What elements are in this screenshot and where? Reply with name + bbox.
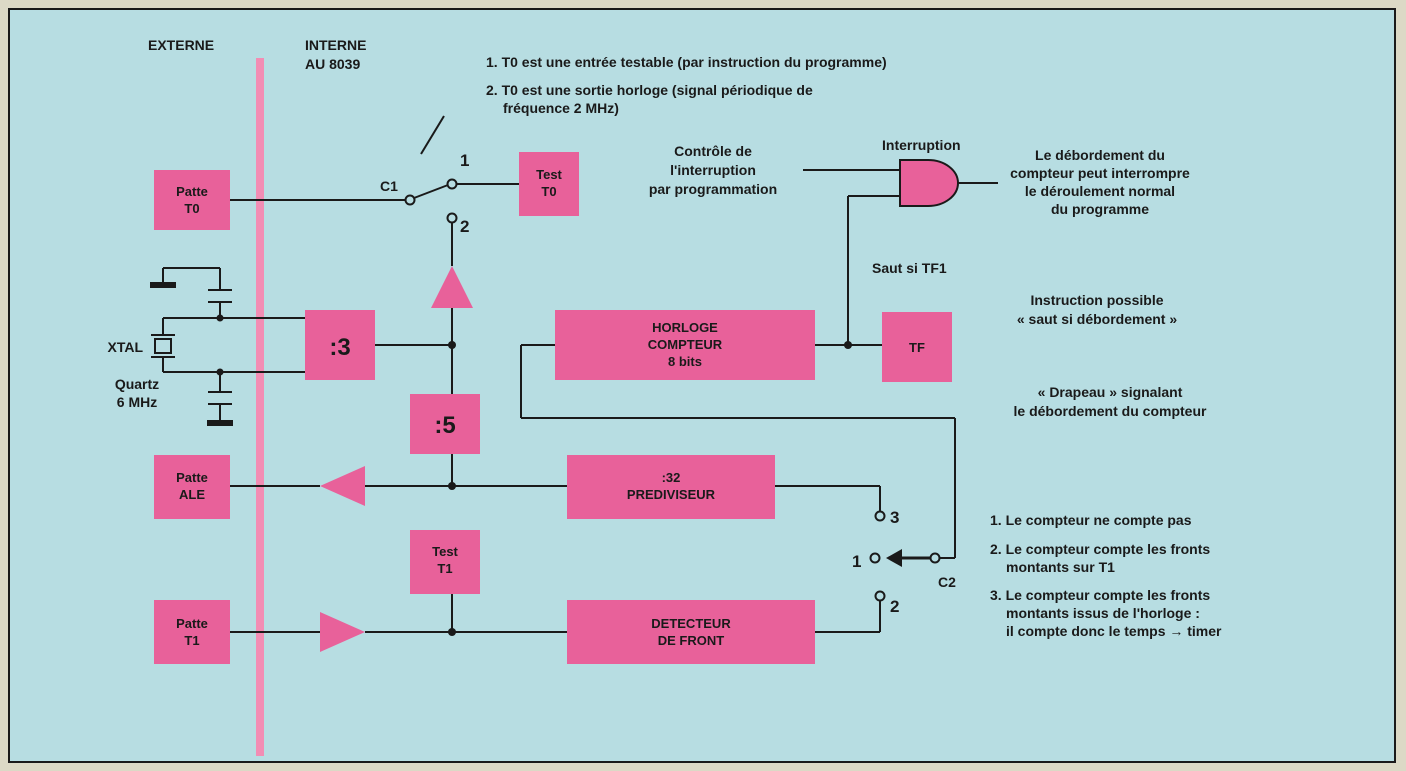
and-gate <box>899 159 959 207</box>
div5-label: :5 <box>434 412 455 439</box>
sw1-pos1-label: 1 <box>460 151 469 170</box>
quartz-crystal-icon <box>154 338 172 354</box>
boundary-rail <box>256 58 264 756</box>
wires <box>151 115 998 633</box>
drap-label-2: le débordement du compteur <box>1014 403 1207 419</box>
legend-3a: 3. Le compteur compte les fronts <box>990 587 1210 603</box>
quartz-label-1: Quartz <box>115 376 159 392</box>
deb-label-3: le déroulement normal <box>1025 183 1175 199</box>
ground-top-icon <box>150 282 176 288</box>
deb-label-4: du programme <box>1051 201 1149 217</box>
legend-2b: montants sur T1 <box>1006 559 1115 575</box>
instr-label-2: « saut si débordement » <box>1017 311 1177 327</box>
sw2-pos2-label: 2 <box>890 597 899 616</box>
interne-label-2: AU 8039 <box>305 56 360 72</box>
c1-label: C1 <box>380 178 398 194</box>
prediv-label-2: PREDIVISEUR <box>627 487 716 502</box>
patte-ale-label-2: ALE <box>179 487 205 502</box>
test-t1-label-1: Test <box>432 544 458 559</box>
sw1-pos2-label: 2 <box>460 217 469 236</box>
legend-2a: 2. Le compteur compte les fronts <box>990 541 1210 557</box>
sw2-pos3-label: 3 <box>890 508 899 527</box>
deb-label-2: compteur peut interrompre <box>1010 165 1190 181</box>
patte-ale-label-1: Patte <box>176 470 208 485</box>
note-t0-2b: fréquence 2 MHz) <box>503 100 619 116</box>
blocks <box>154 152 958 664</box>
drap-label-1: « Drapeau » signalant <box>1038 384 1183 400</box>
ctrl-label-1: Contrôle de <box>674 143 752 159</box>
note-t0-2a: 2. T0 est une sortie horloge (signal pér… <box>486 82 813 98</box>
test-t1-label-2: T1 <box>437 561 452 576</box>
c2-label: C2 <box>938 574 956 590</box>
instr-label-1: Instruction possible <box>1030 292 1163 308</box>
ctrl-label-3: par programmation <box>649 181 777 197</box>
detecteur-label-1: DETECTEUR <box>651 616 731 631</box>
interruption-label: Interruption <box>882 137 961 153</box>
horloge-label-1: HORLOGE <box>652 320 718 335</box>
div3-label: :3 <box>329 334 350 361</box>
patte-t1-label-2: T1 <box>184 633 199 648</box>
sw2-pos1-label: 1 <box>852 552 861 571</box>
xtal-label: XTAL <box>107 339 143 355</box>
horloge-label-2: COMPTEUR <box>648 337 723 352</box>
legend-3c: il compte donc le temps → timer <box>1006 623 1222 639</box>
interne-label-1: INTERNE <box>305 37 366 53</box>
legend-1: 1. Le compteur ne compte pas <box>990 512 1192 528</box>
junction-dots <box>216 314 852 636</box>
tf-label: TF <box>909 340 925 355</box>
deb-label-1: Le débordement du <box>1035 147 1165 163</box>
patte-t0-label-1: Patte <box>176 184 208 199</box>
quartz-label-2: 6 MHz <box>117 394 157 410</box>
c2-arrow-icon <box>886 549 902 567</box>
saut-tf1-label: Saut si TF1 <box>872 260 947 276</box>
prediv-label-1: :32 <box>662 470 681 485</box>
horloge-label-3: 8 bits <box>668 354 702 369</box>
ctrl-label-2: l'interruption <box>670 162 756 178</box>
test-t0-label-1: Test <box>536 167 562 182</box>
ground-bottom-icon <box>207 420 233 426</box>
legend-3b: montants issus de l'horloge : <box>1006 605 1200 621</box>
patte-t1-label-1: Patte <box>176 616 208 631</box>
test-t0-label-2: T0 <box>541 184 556 199</box>
externe-label: EXTERNE <box>148 37 214 53</box>
switch-contacts <box>404 178 941 602</box>
patte-t0-label-2: T0 <box>184 201 199 216</box>
note-t0-1: 1. T0 est une entrée testable (par instr… <box>486 54 887 70</box>
detecteur-label-2: DE FRONT <box>658 633 725 648</box>
